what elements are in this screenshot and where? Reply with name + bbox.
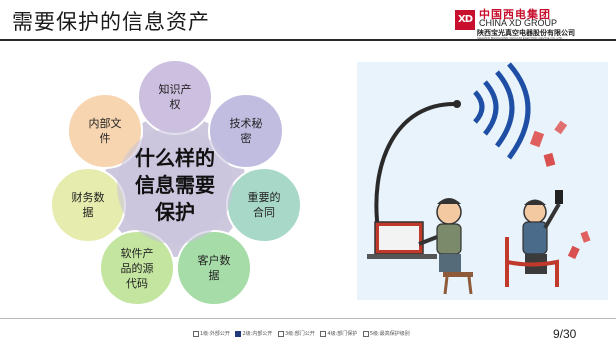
- legend-item: 4级:部门保护: [320, 330, 358, 337]
- label-line: 据: [82, 206, 94, 219]
- legend-label: 1级:外部公开: [200, 331, 230, 337]
- label-line: 权: [169, 98, 181, 111]
- logo-mark: XD: [455, 10, 475, 30]
- checkbox-icon: [277, 330, 284, 337]
- legend-item: 3级:部门公开: [277, 330, 315, 337]
- label-line: 据: [208, 269, 220, 282]
- checked-box-icon: [235, 330, 242, 337]
- label-line: 财务数: [71, 191, 105, 204]
- label-line: 品的源: [120, 262, 154, 275]
- label-line: 客户数: [197, 254, 231, 267]
- diagram-center-label: 什么样的 信息需要 保护: [115, 145, 235, 226]
- checkbox-icon: [362, 330, 369, 337]
- label-line: 技术秘: [229, 117, 263, 130]
- label-line: 内部文: [88, 117, 122, 130]
- checkbox-icon: [193, 330, 199, 337]
- label-line: 密: [240, 132, 252, 145]
- center-line: 什么样的: [135, 146, 215, 170]
- label-tech-secrets: 技术秘 密: [216, 116, 276, 146]
- page-number: 9/30: [553, 327, 577, 341]
- logo-name-en: CHINA XD GROUP: [479, 18, 558, 28]
- label-internal-docs: 内部文 件: [75, 116, 135, 146]
- bubble-internal-docs: [67, 93, 143, 169]
- classification-legend: 1级:外部公开 2级:内部公开 3级:部门公开 4级:部门保护 5级:最高保护级…: [193, 330, 414, 337]
- checkbox-icon: [320, 330, 327, 337]
- label-line: 代码: [126, 277, 148, 290]
- label-line: 合同: [253, 206, 275, 219]
- legend-item: 5级:最高保护级别: [362, 330, 410, 337]
- logo-subsidiary-en: SHAANXI BAOGUANG VACUUM ELECTRIC DEVICE …: [477, 36, 563, 40]
- logo-name-cn: 中国西电集团: [479, 8, 551, 21]
- label-line: 重要的: [247, 191, 281, 204]
- legend-label: 3级:部门公开: [284, 331, 315, 337]
- legend-label: 4级:部门保护: [327, 331, 358, 337]
- bubble-customer-data: [176, 230, 252, 306]
- label-finance: 财务数 据: [58, 190, 118, 220]
- bubble-tech-secrets: [208, 93, 284, 169]
- page-title: 需要保护的信息资产: [12, 10, 210, 34]
- label-line: 软件产: [120, 247, 154, 260]
- legend-item: 2级:内部公开: [235, 330, 273, 337]
- label-source-code: 软件产 品的源 代码: [107, 246, 167, 291]
- title-divider: [0, 39, 616, 41]
- eavesdropping-illustration: [357, 62, 608, 300]
- legend-item: 1级:外部公开: [193, 330, 230, 337]
- label-contracts: 重要的 合同: [234, 190, 294, 220]
- company-logo: XD 中国西电集团 CHINA XD GROUP 陕西宝光真空电器股份有限公司 …: [447, 4, 613, 40]
- legend-label: 2级:内部公开: [242, 331, 273, 337]
- center-line: 保护: [155, 200, 195, 224]
- label-line: 知识产: [158, 83, 192, 96]
- logo-subsidiary-cn: 陕西宝光真空电器股份有限公司: [477, 29, 575, 37]
- legend-label: 5级:最高保护级别: [369, 331, 410, 337]
- bubble-source-code: [99, 230, 175, 306]
- footer-divider: [0, 318, 616, 319]
- center-line: 信息需要: [135, 173, 215, 197]
- label-knowledge: 知识产 权: [145, 82, 205, 112]
- label-line: 件: [99, 132, 111, 145]
- label-customer-data: 客户数 据: [184, 253, 244, 283]
